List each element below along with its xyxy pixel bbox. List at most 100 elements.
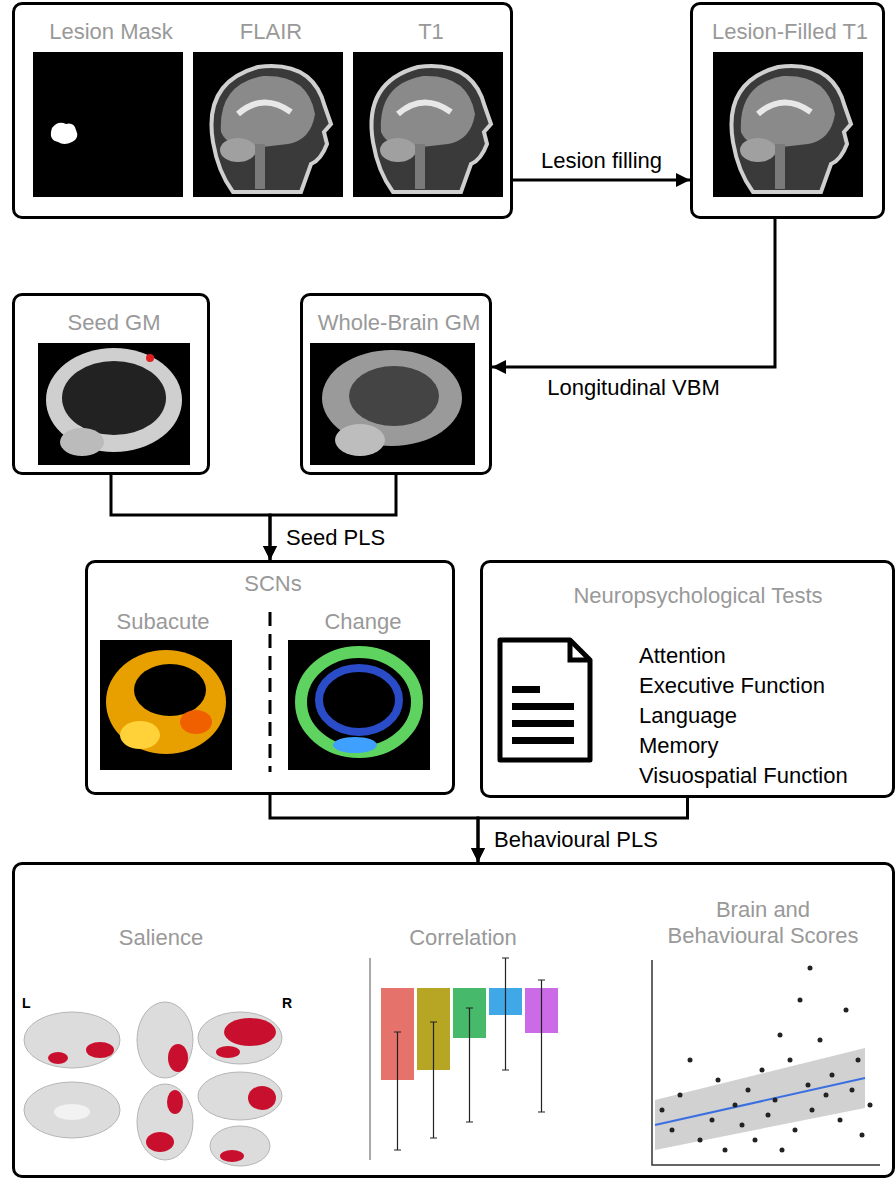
confidence-band [655,1048,865,1150]
hemisphere-label: R [282,996,292,1011]
white-matter [349,366,439,426]
input-images-box: Lesion Mask FLAIR T1 [12,2,513,219]
error-bar [466,1008,473,1122]
connector-arrow [513,179,690,182]
cerebellum [60,428,104,456]
test-domain: Language [639,703,737,729]
seed-gm-image [38,343,190,465]
brain-view [137,1002,193,1078]
test-domain: Attention [639,643,726,669]
scatter-points [660,966,873,1153]
seed-dot [146,354,154,362]
salience-blob [167,1090,183,1114]
test-domain: Memory [639,733,718,759]
document-icon [500,640,590,760]
tests-box: Neuropsychological TestsAttentionExecuti… [480,560,895,798]
connector-arrow [270,475,396,560]
whole-brain-image [310,343,475,465]
point [733,1103,738,1108]
lesion-filled-image [713,52,863,197]
change-patch [333,737,377,753]
point [808,966,813,971]
point [850,1088,855,1093]
image-title: Seed GM [68,310,161,336]
whole-brain-box: Whole-Brain GM [300,293,492,475]
image-title: Lesion Mask [49,19,173,45]
point [844,1008,849,1013]
point [810,1108,815,1113]
point [660,1108,665,1113]
document-fold [570,640,590,660]
point [760,1068,765,1073]
test-domain: Visuospatial Function [639,763,848,789]
point [723,1148,728,1153]
brain-view [24,1082,120,1138]
point [778,1033,783,1038]
edge-label: Lesion filling [537,148,666,174]
t1-image [353,52,503,197]
point [780,1148,785,1153]
document-line [512,703,574,710]
connector-arrow [478,798,688,862]
image-title: T1 [418,19,444,45]
scn-patch [120,721,160,749]
cerebellum [335,424,385,456]
point [753,1138,758,1143]
point [766,1113,771,1118]
point [824,1093,829,1098]
seed-gm-box: Seed GM [12,293,210,475]
document-line [512,720,574,727]
point [670,1128,675,1133]
change-ring [319,668,399,732]
panel-title: Correlation [409,925,517,951]
results-box: SalienceCorrelationBrain and Behavioural… [12,862,895,1178]
edge-label: Behavioural PLS [490,827,662,853]
salience-blob [168,1044,188,1072]
image-title: Lesion-Filled T1 [712,19,868,45]
error-bar [430,1022,437,1138]
image-title: Whole-Brain GM [318,310,481,336]
edge-label: Longitudinal VBM [543,375,723,401]
point [746,1088,751,1093]
point [838,1118,843,1123]
point [678,1093,683,1098]
point [868,1103,873,1108]
brain-view [24,1012,120,1068]
point [856,1058,861,1063]
point [773,1098,778,1103]
brain-view [137,1084,193,1160]
salience-blob [220,1150,244,1162]
point [793,1128,798,1133]
dashed-divider [269,612,272,772]
brain-medial [54,1104,90,1120]
lesion-filled-box: Lesion-Filled T1 [690,2,885,219]
box-title: Neuropsychological Tests [573,583,822,609]
brain-view [198,1012,282,1064]
connector-arrow [111,475,270,560]
connector-arrow [270,795,478,862]
scatter-axes [652,960,880,1165]
point [830,1073,835,1078]
box-title: SCNs [244,571,301,597]
salience-blob [224,1018,276,1046]
hemisphere-label: L [22,996,31,1011]
panel-title: Subacute [117,609,210,635]
panel-title: Salience [119,925,203,951]
scn-box: SCNsSubacuteChange [85,560,455,795]
scn-map [106,650,226,754]
error-bar [502,958,509,1070]
image-title: FLAIR [240,19,302,45]
salience-blob [146,1132,174,1152]
lesion-mask-image [33,52,183,197]
fit-line [655,1078,865,1125]
point [698,1138,703,1143]
salience-blob [48,1052,68,1064]
point [716,1078,721,1083]
point [860,1133,865,1138]
error-bar [394,1032,401,1150]
point [710,1118,715,1123]
brain-view [210,1126,270,1166]
document-line [512,686,540,693]
point [740,1123,745,1128]
